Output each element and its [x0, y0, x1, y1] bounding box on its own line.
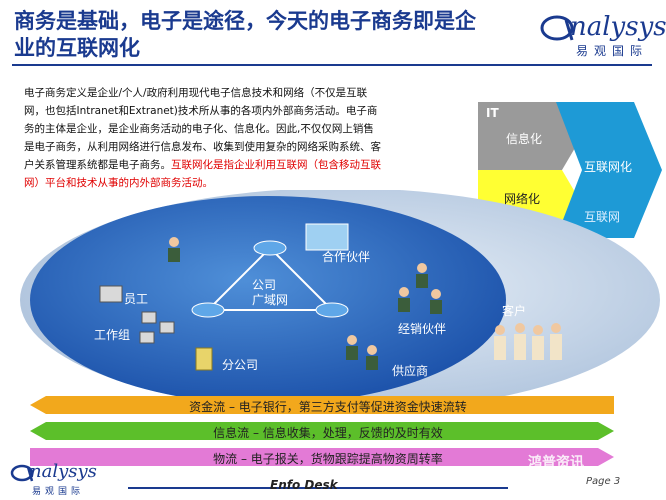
footer-logo-wordmark: nalysys: [30, 461, 97, 482]
person-icon: [431, 289, 441, 299]
intro-highlight: 互联网化是指企业利用互联网（包含移动互联网）平台和技术从事的内外部商务活动。: [24, 159, 381, 189]
person-icon: [347, 335, 357, 345]
router-icon: [191, 302, 225, 318]
footer-logo-subtitle: 易观国际: [32, 487, 85, 497]
internet-label: 互联网: [584, 210, 621, 224]
logo-wordmark: nalysys: [570, 12, 666, 42]
footer-title: Enfo Desk: [270, 478, 338, 492]
footer-divider: [128, 487, 508, 489]
partner-label: 合作伙伴: [322, 250, 371, 264]
computer-icon: [139, 331, 155, 344]
information-flow-arrow: [30, 422, 614, 440]
person-icon: [398, 298, 410, 312]
page-number: Page 3: [586, 476, 621, 487]
logo-subtitle: 易观国际: [576, 44, 649, 58]
person-icon: [169, 237, 179, 247]
networking-label: 网络化: [504, 192, 541, 206]
computer-icon: [141, 311, 157, 324]
flow-arrows: [30, 396, 614, 466]
capital-flow-label: 资金流 – 电子银行，第三方支付等促进资金快速流转: [189, 400, 467, 414]
computer-icon: [99, 285, 123, 303]
person-icon: [417, 263, 427, 273]
employee-label: 员工: [124, 292, 149, 306]
page-title: 商务是基础，电子是途径，今天的电子商务即是企业的互联网化: [14, 9, 476, 60]
logistics-flow-arrow: [30, 448, 614, 466]
customer-icon: [515, 323, 525, 333]
person-icon: [346, 346, 358, 360]
person-icon: [399, 287, 409, 297]
supplier-label: 供应商: [392, 364, 429, 378]
customer-icon: [495, 325, 505, 335]
customer-icon: [550, 334, 562, 360]
customer-icon: [514, 334, 526, 360]
inner-ellipse: [30, 196, 506, 404]
logo-a-icon: [540, 15, 574, 41]
informatization-label: 信息化: [506, 132, 543, 146]
person-icon: [416, 274, 428, 288]
customer-icon: [533, 325, 543, 335]
person-icon: [168, 248, 180, 262]
subsidiary-label: 分公司: [222, 358, 259, 372]
it-label: IT: [486, 106, 499, 120]
intro-paragraph: 电子商务定义是企业/个人/政府利用现代电子信息技术和网络（不仅是互联网，也包括I…: [24, 84, 384, 192]
person-icon: [366, 356, 378, 370]
workgroup-label: 工作组: [94, 328, 131, 342]
customer-icon: [494, 336, 506, 360]
network-diagram: [20, 190, 660, 412]
computer-icon: [159, 321, 175, 334]
it-arrow: [478, 102, 582, 170]
router-icon: [315, 302, 349, 318]
customer-label: 客户: [502, 304, 527, 318]
customer-icon: [551, 323, 561, 333]
customer-icon: [532, 336, 544, 360]
information-flow-label: 信息流 – 信息收集，处理，反馈的及时有效: [213, 426, 443, 440]
intro-text: 电子商务定义是企业/个人/政府利用现代电子信息技术和网络（不仅是互联网，也包括I…: [24, 87, 381, 171]
footer-logo: nalysys 易观国际: [10, 461, 110, 497]
person-icon: [367, 345, 377, 355]
wan-label: 公司 广域网: [252, 278, 289, 307]
title-divider: [12, 64, 652, 66]
logo-a-icon: [10, 464, 34, 482]
internetization-label: 互联网化: [584, 160, 633, 174]
building-icon: [195, 347, 213, 371]
internet-arrow: [556, 102, 662, 238]
capital-flow-arrow: [30, 396, 614, 414]
wan-links: [205, 246, 335, 311]
person-icon: [430, 300, 442, 314]
building-icon: [305, 223, 349, 251]
analysys-logo: nalysys 易观国际: [540, 12, 666, 58]
watermark-text: 鸿普资讯: [528, 455, 584, 471]
distributor-label: 经销伙伴: [398, 322, 447, 336]
logistics-flow-label: 物流 – 电子报关，货物跟踪提高物资周转率: [213, 452, 443, 466]
router-icon: [253, 240, 287, 256]
